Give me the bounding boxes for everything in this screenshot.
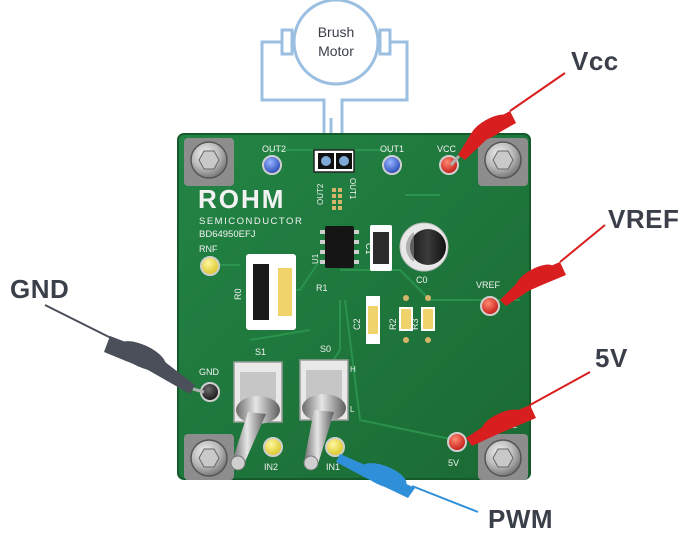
out1-testpoint: OUT1	[380, 144, 404, 175]
rohm-logo-text: ROHM	[198, 184, 285, 214]
svg-text:IN1: IN1	[326, 462, 340, 472]
semiconductor-text: SEMICONDUCTOR	[199, 216, 303, 227]
vref-testpoint: VREF	[476, 280, 501, 316]
svg-text:OUT1: OUT1	[380, 144, 404, 154]
svg-text:GND: GND	[199, 367, 220, 377]
motor-connector: OUT2 OUT1	[313, 149, 357, 210]
vref-clip[interactable]	[500, 259, 566, 306]
svg-text:C0: C0	[416, 275, 428, 285]
callout-vcc-label: Vcc	[571, 46, 619, 76]
svg-text:5V: 5V	[448, 458, 459, 468]
toggle-switch-s1[interactable]: S1	[230, 347, 283, 471]
passives-c2-r2-r3: C2 R2 R3	[352, 295, 435, 344]
corner-screws	[184, 138, 528, 480]
vcc-clip[interactable]	[449, 109, 516, 166]
svg-text:VCC: VCC	[437, 144, 457, 154]
svg-text:R3: R3	[410, 318, 420, 330]
motor-label-line2: Motor	[318, 43, 354, 59]
svg-text:RNF: RNF	[199, 244, 218, 254]
svg-text:H: H	[350, 365, 356, 374]
svg-text:U1: U1	[311, 253, 320, 264]
rnf-testpoint: RNF	[199, 244, 220, 276]
callout-5v-label: 5V	[595, 343, 628, 373]
capacitor-c1: C1	[364, 225, 392, 271]
out2-vertical-label: OUT2	[316, 183, 325, 205]
out1-vertical-label: OUT1	[348, 178, 357, 200]
svg-text:VREF: VREF	[476, 280, 501, 290]
callout-gnd-label: GND	[10, 274, 70, 304]
brush-motor: Brush Motor	[280, 0, 392, 86]
in1-testpoint: IN1	[325, 437, 345, 472]
svg-text:C1: C1	[364, 243, 374, 255]
toggle-switch-s0[interactable]: S0 H L	[299, 344, 356, 471]
svg-text:S0: S0	[320, 344, 331, 354]
resistor-r0: R0	[233, 254, 296, 330]
svg-text:IN2: IN2	[264, 462, 278, 472]
callout-vref-label: VREF	[608, 204, 680, 234]
capacitor-c0: C0	[399, 222, 449, 285]
svg-text:OUT2: OUT2	[262, 144, 286, 154]
svg-text:C2: C2	[352, 318, 362, 330]
ic-u1: U1 R1	[311, 226, 359, 293]
v5-clip[interactable]	[466, 405, 536, 446]
motor-label-line1: Brush	[318, 24, 355, 40]
pwm-clip[interactable]	[336, 454, 415, 498]
callout-pwm-label: PWM	[488, 504, 554, 534]
svg-text:R2: R2	[388, 318, 398, 330]
model-number: BD64950EFJ	[199, 229, 256, 240]
svg-text:S1: S1	[255, 347, 266, 357]
svg-text:L: L	[350, 405, 355, 414]
rohm-branding: ROHM SEMICONDUCTOR BD64950EFJ	[198, 184, 303, 240]
gnd-clip[interactable]	[104, 335, 205, 394]
svg-text:R0: R0	[233, 288, 243, 300]
out2-testpoint: OUT2	[262, 144, 286, 175]
callout-leaders	[44, 72, 606, 513]
svg-text:R1: R1	[316, 283, 328, 293]
in2-testpoint: IN2	[263, 437, 283, 472]
